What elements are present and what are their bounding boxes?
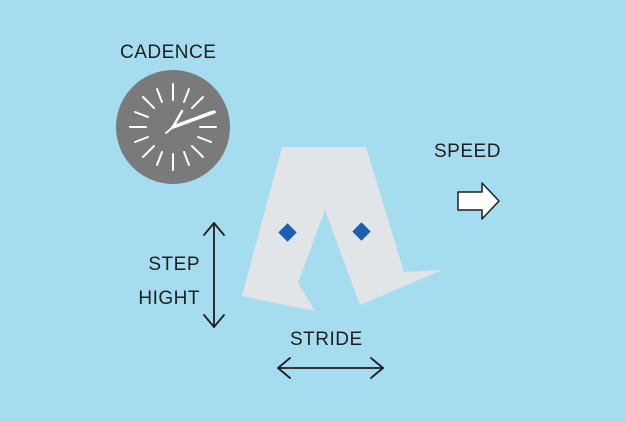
stride-label: STRIDE: [290, 329, 363, 350]
diamond-sensor-icon: [278, 223, 297, 242]
double-headed-vertical-arrow-icon: [203, 222, 225, 328]
double-headed-horizontal-arrow-icon: [277, 357, 384, 379]
clock-icon: [116, 70, 230, 184]
step-height-line1: STEP: [148, 254, 200, 275]
step-height-line2: HIGHT: [138, 288, 200, 309]
pants-shape: [242, 147, 442, 311]
step-height-label: STEP HIGHT: [118, 248, 200, 316]
speed-label: SPEED: [434, 141, 501, 162]
diamond-sensor-icon: [352, 222, 371, 241]
right-arrow-icon: [457, 182, 500, 220]
cadence-label: CADENCE: [120, 42, 217, 63]
